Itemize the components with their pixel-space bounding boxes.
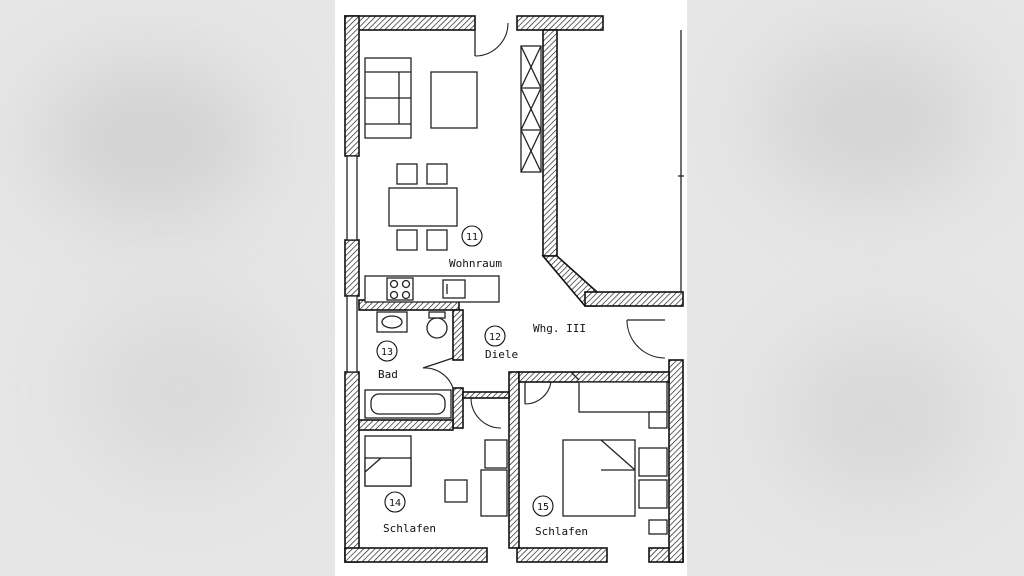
apartment-number: Whg. III xyxy=(533,322,586,335)
bathroom-fixtures xyxy=(364,311,452,419)
doors xyxy=(422,22,666,429)
room-name-wohnraum: Wohnraum xyxy=(449,257,502,270)
floor-plan-sheet: 11 Wohnraum 12 Diele Whg. III 13 Bad 14 … xyxy=(335,0,687,576)
bedroom-15-furniture xyxy=(562,381,668,535)
floor-plan: 11 Wohnraum 12 Diele Whg. III 13 Bad 14 … xyxy=(344,15,684,563)
bedroom-14-furniture xyxy=(364,435,508,517)
left-windows xyxy=(346,155,358,373)
room-number-15: 15 xyxy=(537,502,549,513)
exterior-walls xyxy=(344,15,684,563)
room-name-schlafen-14: Schlafen xyxy=(383,522,436,535)
room-label-14: 14 Schlafen xyxy=(383,491,436,535)
apartment-label: Whg. III xyxy=(533,322,586,335)
room-label-15: 15 Schlafen xyxy=(532,495,588,538)
room-number-13: 13 xyxy=(381,347,393,358)
room-number-12: 12 xyxy=(489,332,501,343)
courtyard-area xyxy=(678,30,684,292)
room-name-diele: Diele xyxy=(485,348,518,361)
room-name-schlafen-15: Schlafen xyxy=(535,525,588,538)
room-label-11: 11 Wohnraum xyxy=(449,225,502,270)
living-room-furniture xyxy=(364,45,542,303)
room-number-11: 11 xyxy=(466,232,478,243)
room-label-13: 13 Bad xyxy=(376,340,398,381)
room-name-bad: Bad xyxy=(378,368,398,381)
room-label-12: 12 Diele xyxy=(484,325,518,361)
room-number-14: 14 xyxy=(389,498,401,509)
